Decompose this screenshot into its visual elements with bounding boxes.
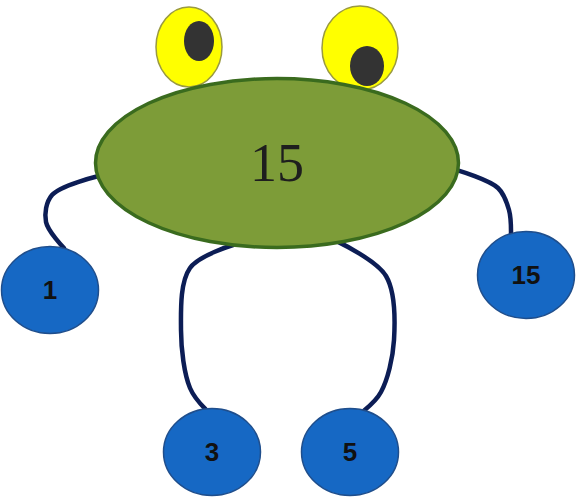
factor-circle: 1 (0, 245, 100, 335)
left-pupil (184, 21, 214, 61)
factor-number: 1 (43, 275, 57, 306)
frog-body: 15 (92, 75, 462, 251)
right-pupil (350, 46, 384, 86)
factor-circle: 5 (300, 407, 400, 497)
left-eye (156, 7, 222, 87)
factor-number: 3 (205, 437, 219, 468)
frog-leg (181, 245, 233, 409)
frog-leg (339, 242, 395, 410)
frog-leg (458, 170, 511, 233)
right-eye (322, 6, 398, 90)
factor-number: 5 (343, 437, 357, 468)
frog-leg (45, 176, 97, 248)
factor-circle-shape (164, 409, 261, 496)
factor-circle-shape (302, 409, 399, 496)
factor-circle: 3 (162, 407, 262, 497)
factor-circle-shape (2, 247, 99, 334)
factor-circle: 15 (476, 230, 576, 320)
number-label: 15 (250, 132, 304, 194)
frog-body-shape (96, 79, 459, 248)
factor-circle-shape (478, 232, 575, 319)
factor-number: 15 (512, 260, 541, 291)
